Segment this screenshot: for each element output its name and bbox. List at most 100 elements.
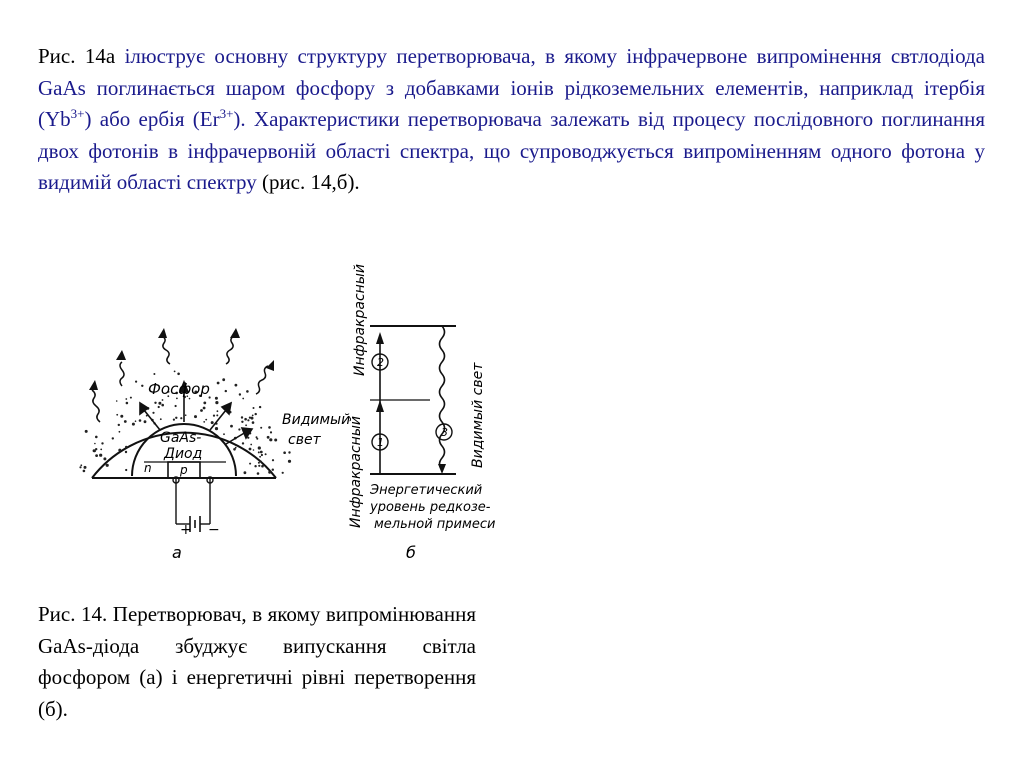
- phosphor-speckle: [243, 471, 247, 475]
- phosphor-speckle: [260, 460, 262, 463]
- phosphor-speckle: [118, 430, 121, 433]
- phosphor-speckle: [124, 450, 128, 454]
- energy-arrowheads: [376, 332, 446, 474]
- phosphor-speckle: [269, 438, 273, 442]
- phosphor-speckle: [281, 471, 284, 474]
- phosphor-speckle: [141, 384, 144, 387]
- infrared-label-bottom: Инфракрасный: [348, 416, 364, 528]
- phosphor-speckle: [188, 397, 191, 400]
- phosphor-speckle: [288, 451, 291, 454]
- phosphor-speckle: [216, 414, 219, 417]
- paragraph-highlight-2: ). Характеристики перетворювача залежать…: [38, 107, 986, 194]
- phosphor-speckle: [222, 378, 226, 382]
- phosphor-speckle: [268, 470, 272, 474]
- phosphor-speckle: [161, 399, 164, 401]
- phosphor-speckle: [257, 446, 261, 450]
- phosphor-speckle: [177, 372, 180, 376]
- phosphor-speckle: [125, 401, 129, 405]
- infrared-label-top: Инфракрасный: [352, 264, 368, 376]
- phosphor-speckle: [248, 447, 252, 451]
- phosphor-speckle: [258, 464, 261, 467]
- superscript-yb: 3+: [70, 106, 85, 121]
- level-2-label: 2: [377, 356, 384, 369]
- phosphor-speckle: [154, 401, 157, 404]
- phosphor-speckle: [261, 464, 264, 468]
- phosphor-speckle: [100, 448, 103, 451]
- phosphor-speckle: [95, 454, 98, 457]
- phosphor-speckle: [251, 414, 254, 417]
- phosphor-speckle: [251, 421, 255, 424]
- phosphor-speckle: [271, 459, 275, 462]
- phosphor-speckle: [271, 468, 274, 471]
- visible-light-arrows: [91, 335, 269, 423]
- phosphor-speckle: [255, 436, 258, 439]
- phosphor-speckle: [214, 427, 219, 431]
- phosphor-speckle: [184, 414, 187, 416]
- phosphor-speckle: [175, 416, 178, 419]
- phosphor-speckle: [172, 418, 175, 421]
- phosphor-speckle: [240, 416, 244, 419]
- phosphor-speckle: [234, 446, 237, 449]
- phosphor-speckle: [125, 445, 128, 449]
- phosphor-speckle: [216, 381, 220, 385]
- energy-label-line1: Энергетический: [369, 483, 482, 498]
- phosphor-speckle: [210, 421, 213, 424]
- phosphor-speckle: [264, 453, 267, 456]
- phosphor-speckle: [212, 414, 216, 417]
- phosphor-speckle: [117, 423, 121, 427]
- phosphor-speckle: [230, 424, 233, 428]
- phosphor-speckle: [214, 396, 218, 400]
- phosphor-speckle: [138, 419, 142, 422]
- phosphor-speckle: [260, 426, 263, 429]
- phosphor-speckle: [254, 412, 257, 416]
- visible-light-label-b: Видимый свет: [470, 362, 486, 468]
- n-label: n: [144, 461, 152, 475]
- phosphor-speckle: [287, 459, 292, 463]
- phosphor-speckle: [241, 420, 244, 423]
- phosphor-speckle: [83, 465, 87, 469]
- phosphor-speckle: [111, 437, 115, 440]
- level-2-circle: [371, 353, 389, 371]
- phosphor-speckle: [143, 420, 147, 424]
- phosphor-speckle: [158, 401, 162, 405]
- energy-level-diagram: [370, 325, 456, 475]
- phosphor-speckle: [159, 418, 162, 421]
- phosphor-speckle: [246, 390, 249, 393]
- phosphor-dots: [79, 370, 292, 475]
- phosphor-speckle: [84, 429, 88, 433]
- phosphor-speckle: [135, 380, 138, 383]
- phosphor-speckle: [244, 417, 247, 421]
- phosphor-speckle: [260, 453, 263, 457]
- phosphor-speckle: [173, 370, 176, 373]
- superscript-er: 3+: [219, 106, 234, 121]
- phosphor-speckle: [242, 397, 245, 400]
- minus-sign: −: [208, 522, 220, 538]
- phosphor-speckle: [233, 448, 236, 451]
- level-1-label: 1: [377, 436, 384, 449]
- phosphor-speckle: [257, 451, 260, 454]
- phosphor-speckle: [131, 422, 135, 426]
- emission-wave-3: [438, 325, 446, 471]
- phosphor-speckle: [205, 418, 208, 421]
- phosphor-speckle: [250, 443, 253, 446]
- phosphor-speckle: [215, 401, 219, 405]
- phosphor-speckle: [103, 457, 107, 461]
- diode-dome-outline: [131, 423, 237, 477]
- figure-14: Фосфор GaAs- Диод n p Видимый свет + − а…: [40, 252, 540, 582]
- phosphor-speckle: [257, 461, 260, 464]
- phosphor-speckle: [123, 420, 127, 423]
- phosphor-speckle: [274, 438, 278, 442]
- phosphor-speckle: [101, 442, 104, 445]
- phosphor-speckle: [115, 400, 118, 402]
- phosphor-speckle: [116, 413, 119, 416]
- phosphor-speckle: [247, 419, 250, 422]
- phosphor-speckle: [203, 421, 206, 423]
- phosphor-speckle: [238, 393, 242, 396]
- phosphor-speckle: [266, 435, 270, 439]
- paragraph-lead: Рис. 14а: [38, 44, 125, 68]
- phosphor-speckle: [176, 397, 178, 400]
- phosphor-speckle: [283, 452, 286, 454]
- phosphor-speckle: [79, 466, 82, 469]
- phosphor-speckle: [259, 450, 263, 454]
- phosphor-speckle: [258, 405, 262, 409]
